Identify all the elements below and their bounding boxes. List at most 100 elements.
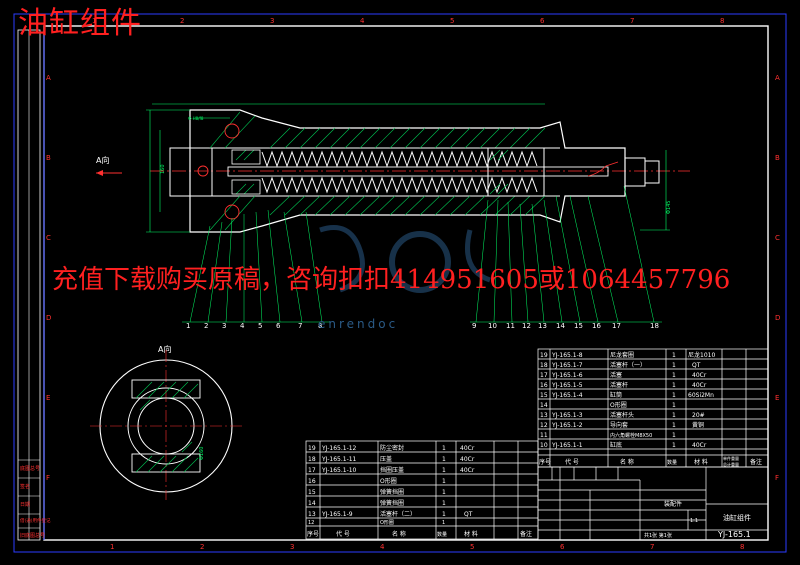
svg-text:YJ-165.1-2: YJ-165.1-2 [551,422,583,429]
grid-left: A B C D E F [46,74,51,482]
bolt-hole [224,123,240,139]
svg-text:黄铜: 黄铜 [692,421,704,429]
part-type: 装配件 [664,500,682,508]
grid-top: 1 2 3 4 5 6 7 8 [92,17,724,25]
svg-text:D: D [46,314,51,322]
svg-text:6: 6 [540,17,545,25]
svg-text:1: 1 [442,489,446,496]
svg-text:14: 14 [540,402,548,409]
svg-text:YJ-165.1-11: YJ-165.1-11 [321,456,357,463]
svg-text:B: B [46,154,51,162]
svg-text:O形圈: O形圈 [380,519,394,526]
svg-text:A: A [46,74,51,82]
side-strip: 底图总号 签名 日期 借(通)用件登记 旧底图总号 [17,29,51,541]
svg-text:1: 1 [672,372,676,379]
svg-text:1: 1 [672,392,676,399]
svg-text:13: 13 [540,412,548,419]
svg-text:弹簧挡圈: 弹簧挡圈 [380,488,404,496]
svg-text:5: 5 [258,322,262,330]
svg-text:备注: 备注 [750,458,762,466]
svg-text:16: 16 [540,382,548,389]
svg-text:F: F [46,474,50,482]
svg-text:20#: 20# [692,412,705,419]
svg-text:E: E [46,394,50,402]
svg-text:8: 8 [720,17,724,25]
svg-text:1: 1 [186,322,190,330]
svg-text:40Cr: 40Cr [692,372,707,379]
svg-text:3: 3 [270,17,274,25]
svg-text:9: 9 [472,322,476,330]
svg-text:6: 6 [276,322,281,330]
svg-text:40Cr: 40Cr [460,467,475,474]
svg-text:材 料: 材 料 [694,458,708,466]
svg-text:2: 2 [200,543,204,551]
svg-text:1: 1 [442,511,446,518]
svg-text:5: 5 [450,17,454,25]
svg-text:1: 1 [672,432,676,439]
svg-text:6: 6 [560,543,565,551]
svg-text:4: 4 [380,543,385,551]
rod-head-right [624,157,646,187]
promo-banner: 充值下载购买原稿，咨询扣扣414951605或1064457796 [52,265,731,295]
svg-text:Φ145: Φ145 [666,201,672,214]
svg-text:1: 1 [672,352,676,359]
svg-text:活塞杆（一）: 活塞杆（一） [610,361,646,369]
svg-text:防尘密封: 防尘密封 [380,444,404,452]
svg-text:F: F [775,474,779,482]
svg-text:缸筒: 缸筒 [610,391,622,399]
svg-text:1: 1 [442,456,446,463]
svg-text:12: 12 [522,322,531,330]
svg-text:1: 1 [442,445,446,452]
svg-text:总计重量: 总计重量 [723,461,739,467]
svg-text:17: 17 [308,467,316,474]
title-block [537,466,769,541]
side-strip-label: 旧底图总号 [20,532,45,539]
svg-text:13: 13 [538,322,547,330]
svg-text:活塞: 活塞 [610,371,622,379]
spring-lower [261,176,538,194]
svg-text:40Cr: 40Cr [460,445,475,452]
svg-text:15: 15 [540,392,548,399]
svg-text:40Cr: 40Cr [460,456,475,463]
svg-text:YJ-165.1-4: YJ-165.1-4 [551,392,583,399]
drawing-name: 油缸组件 [723,513,751,522]
svg-text:1: 1 [92,17,96,25]
svg-text:8: 8 [740,543,744,551]
svg-text:40Cr: 40Cr [692,442,707,449]
svg-text:备注: 备注 [520,530,532,538]
svg-text:4: 4 [240,322,245,330]
svg-text:18: 18 [650,322,659,330]
svg-text:17: 17 [612,322,621,330]
svg-text:4: 4 [360,17,365,25]
svg-text:8: 8 [318,322,322,330]
svg-text:17: 17 [540,372,548,379]
spring-upper [261,150,538,168]
svg-text:YJ-165.1-9: YJ-165.1-9 [321,511,353,518]
svg-text:16: 16 [308,478,316,485]
svg-text:19: 19 [540,352,548,359]
svg-text:15: 15 [308,489,316,496]
svg-text:1: 1 [672,402,676,409]
svg-text:尼龙1010: 尼龙1010 [688,351,715,359]
bom-left-header: 序号 代 号 名 称 数量 材 料 备注 [307,530,532,538]
svg-text:YJ-165.1-10: YJ-165.1-10 [321,467,357,474]
svg-text:活塞杆: 活塞杆 [610,381,628,389]
svg-text:11: 11 [506,322,515,330]
svg-text:C: C [46,234,51,242]
svg-text:尼龙套圈: 尼龙套圈 [610,351,634,359]
wall-hatch-bottom [209,195,546,231]
svg-text:18: 18 [540,362,548,369]
leader-lines [182,185,662,323]
svg-text:代 号: 代 号 [565,458,579,466]
svg-text:序号: 序号 [307,530,319,538]
svg-text:YJ-165.1-6: YJ-165.1-6 [551,372,583,379]
svg-text:YJ-165.1-8: YJ-165.1-8 [551,352,583,359]
svg-text:1: 1 [442,478,446,485]
scale: 1:1 [690,518,698,524]
svg-text:挡圈压盖: 挡圈压盖 [380,466,404,474]
grid-bottom: 1 2 3 4 5 6 7 8 [110,543,744,551]
watermark-logo [319,225,491,293]
svg-text:材 料: 材 料 [464,530,478,538]
